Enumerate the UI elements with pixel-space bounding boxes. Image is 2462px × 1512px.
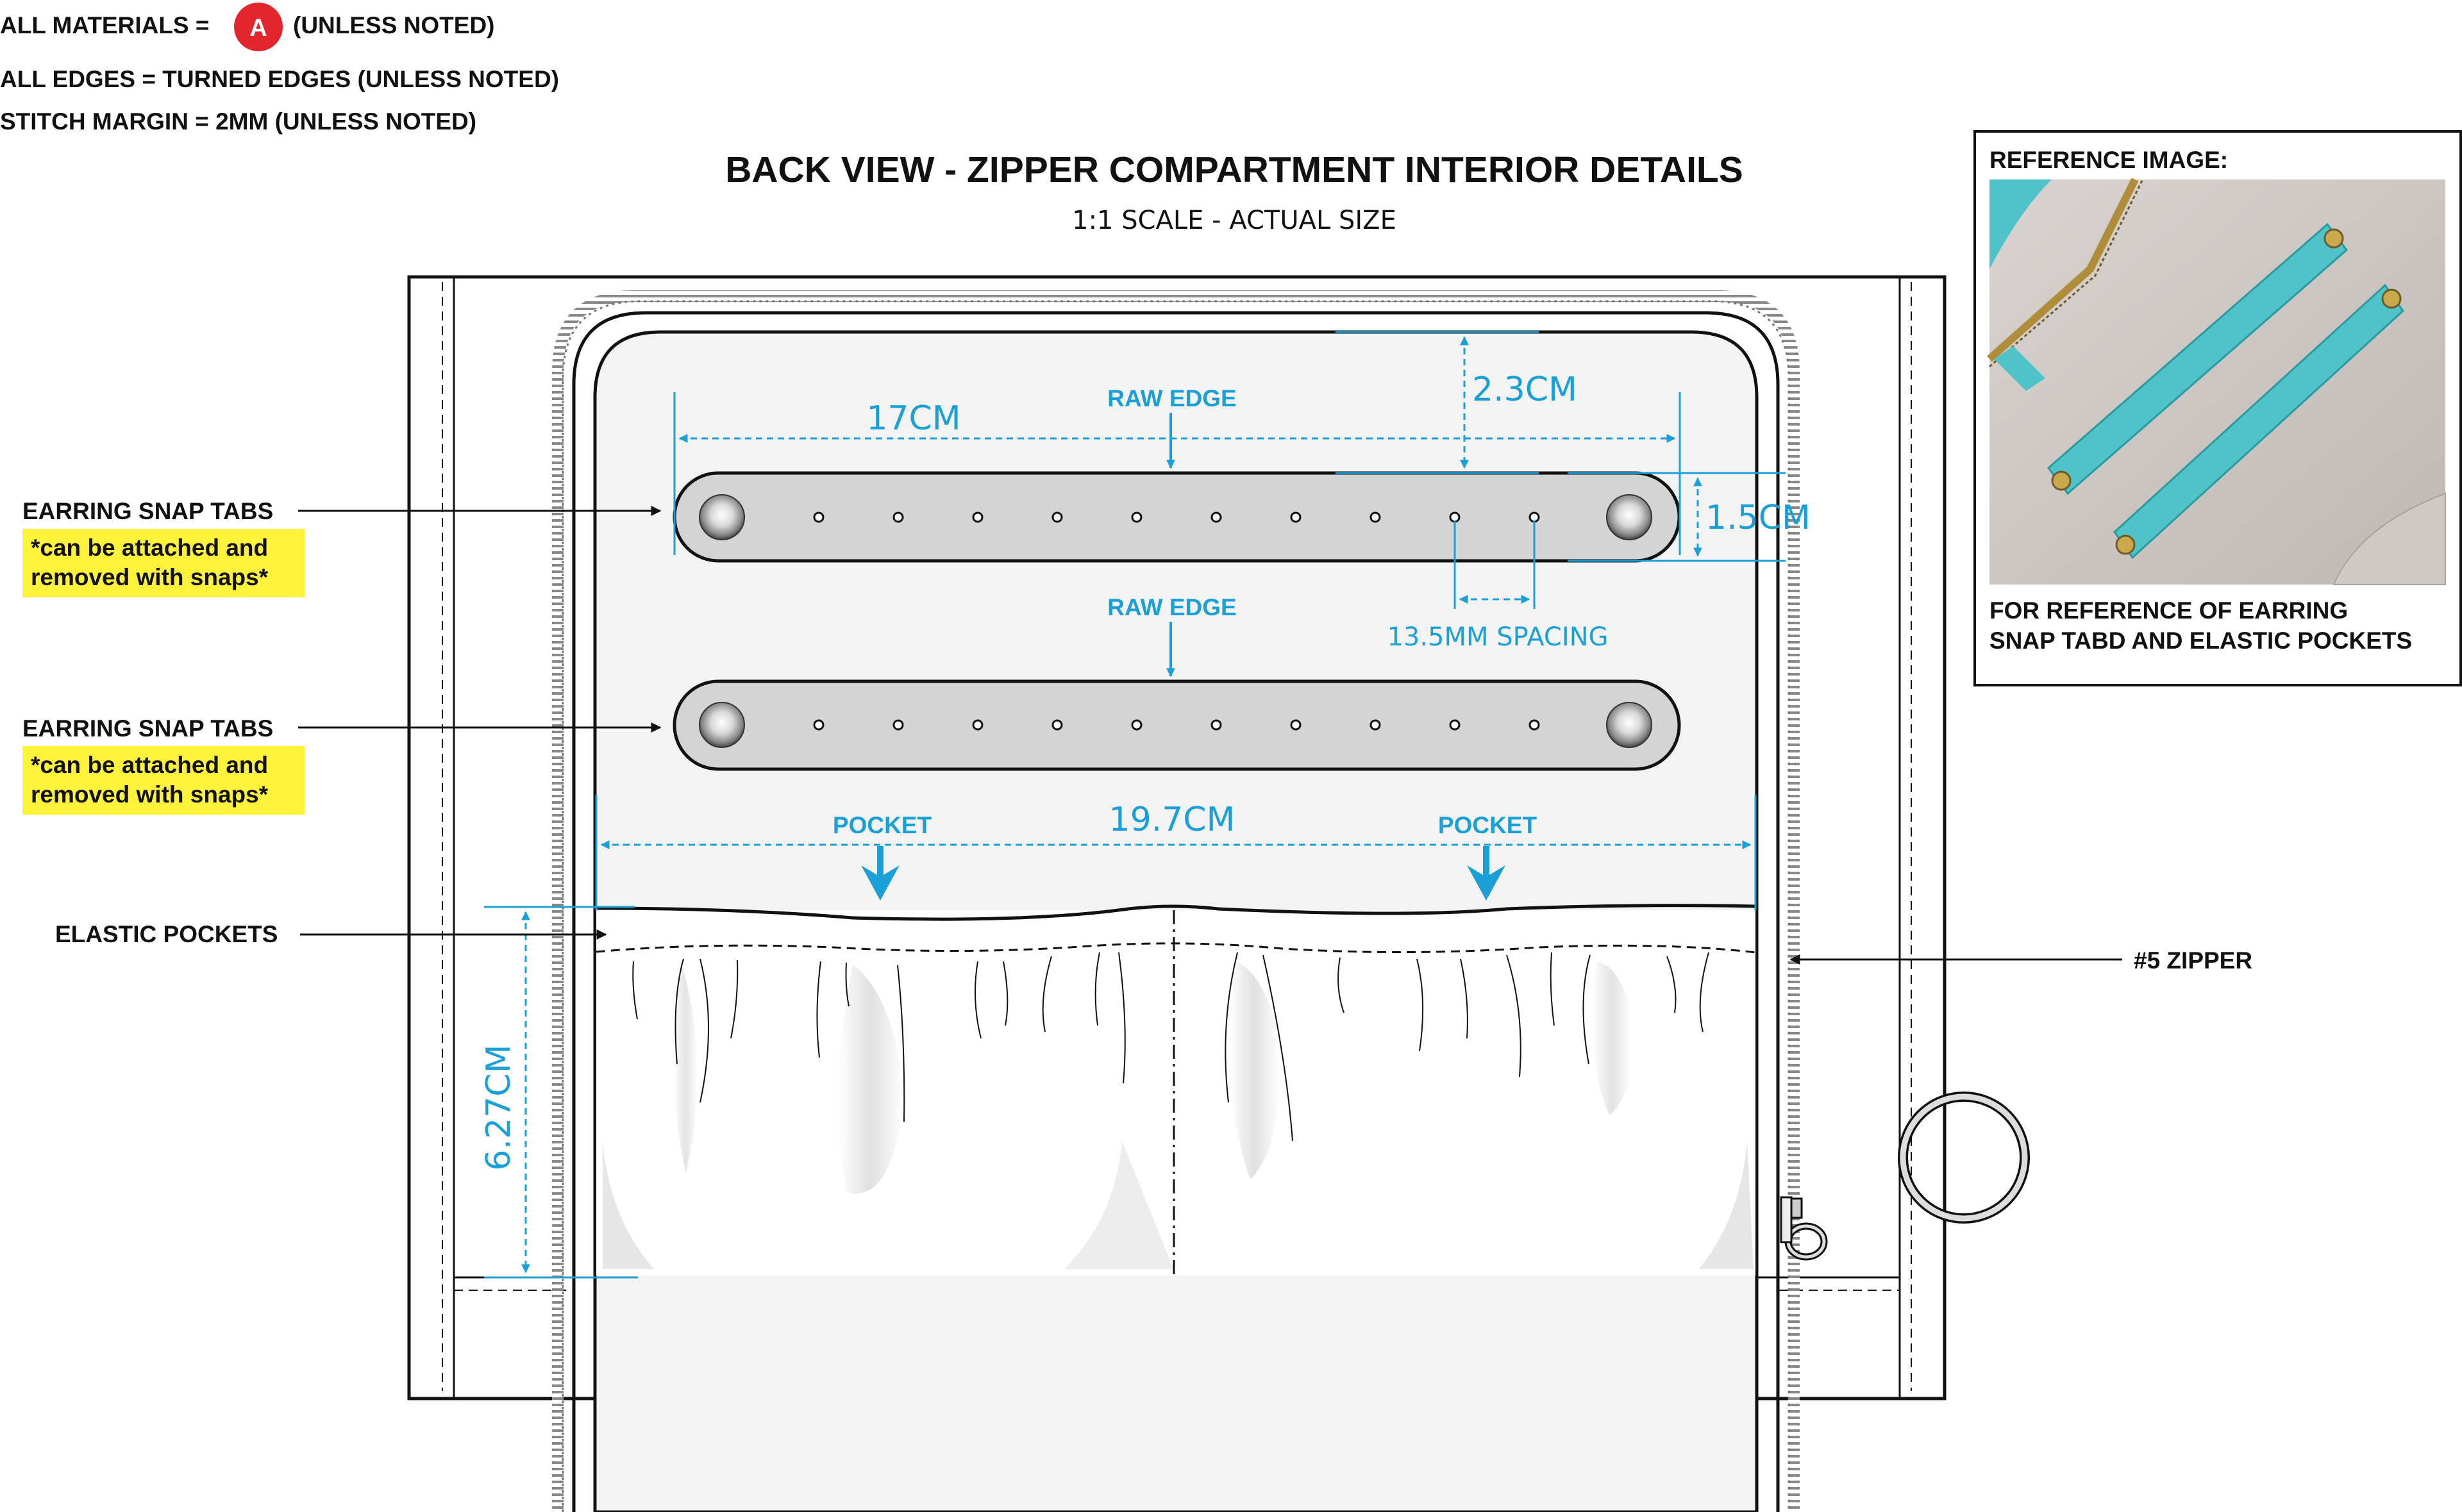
earring-snap-tab-2	[673, 679, 1681, 771]
callout-zipper: #5 ZIPPER	[1789, 947, 2252, 974]
callout-label: EARRING SNAP TABS	[22, 715, 273, 742]
snap-icon	[699, 702, 745, 748]
note-line: removed with snaps*	[31, 564, 269, 590]
dimensions	[484, 331, 1786, 1279]
note-highlight	[22, 529, 305, 597]
snap-icon	[1606, 702, 1652, 748]
key-ring-icon	[1780, 1092, 2030, 1261]
dim-tab-length: 17CM	[866, 399, 960, 438]
dim-top-offset: 2.3CM	[1472, 370, 1577, 409]
reference-caption: SNAP TABD AND ELASTIC POCKETS	[1989, 627, 2412, 654]
reference-photo	[1987, 178, 2446, 585]
note-line: removed with snaps*	[31, 781, 269, 808]
material-a-badge-label: A	[249, 15, 267, 42]
pocket-arrows	[861, 846, 1505, 901]
earring-snap-tab-1	[673, 471, 1681, 563]
callout-snap-tabs-2: EARRING SNAP TABS *can be attached and r…	[22, 715, 662, 815]
dimension-labels: 17CM RAW EDGE 2.3CM 1.5CM 13.5MM SPACING…	[480, 370, 1811, 1170]
raw-edge-label-1: RAW EDGE	[1107, 385, 1236, 411]
reference-teal-tab	[2113, 283, 2404, 560]
note-line: *can be attached and	[31, 752, 268, 778]
raw-edge-label-2: RAW EDGE	[1107, 594, 1236, 620]
materials-note-suffix: (UNLESS NOTED)	[293, 12, 495, 38]
reference-heading: REFERENCE IMAGE:	[1989, 147, 2228, 173]
general-notes: ALL MATERIALS = A (UNLESS NOTED) ALL EDG…	[0, 3, 559, 135]
materials-note: ALL MATERIALS =	[0, 12, 210, 38]
pocket-label-left: POCKET	[833, 812, 932, 838]
reference-caption: FOR REFERENCE OF EARRING	[1989, 597, 2348, 624]
edges-note: ALL EDGES = TURNED EDGES (UNLESS NOTED)	[0, 66, 559, 92]
reference-box: REFERENCE IMAGE: FOR REFERENCE OF EARRIN…	[1973, 130, 2462, 686]
callout-elastic-pockets: ELASTIC POCKETS	[55, 921, 607, 947]
note-line: *can be attached and	[31, 535, 268, 561]
snap-icon	[699, 494, 745, 540]
earring-holes	[813, 511, 1540, 523]
elastic-pockets	[596, 904, 1756, 1275]
dim-spacing: 13.5MM SPACING	[1387, 622, 1608, 652]
callout-label: #5 ZIPPER	[2134, 947, 2252, 974]
material-a-badge	[234, 3, 283, 51]
note-highlight	[22, 746, 305, 815]
zipper-tape	[552, 290, 1800, 1512]
snap-icon	[1606, 494, 1652, 540]
callout-label: EARRING SNAP TABS	[22, 498, 273, 524]
stitch-note: STITCH MARGIN = 2MM (UNLESS NOTED)	[0, 108, 476, 135]
reference-teal-tab	[2047, 222, 2349, 495]
callout-snap-tabs-1: EARRING SNAP TABS *can be attached and r…	[22, 498, 662, 597]
pocket-top-edge	[596, 904, 1756, 921]
dim-pocket-height: 6.27CM	[480, 1045, 518, 1171]
page-subtitle: 1:1 SCALE - ACTUAL SIZE	[1072, 206, 1396, 235]
pocket-label-right: POCKET	[1438, 812, 1537, 838]
earring-holes	[813, 719, 1540, 731]
callout-label: ELASTIC POCKETS	[55, 921, 278, 947]
page-title: BACK VIEW - ZIPPER COMPARTMENT INTERIOR …	[725, 149, 1743, 190]
dim-pocket-width: 19.7CM	[1109, 801, 1235, 839]
dim-tab-height: 1.5CM	[1705, 499, 1811, 537]
